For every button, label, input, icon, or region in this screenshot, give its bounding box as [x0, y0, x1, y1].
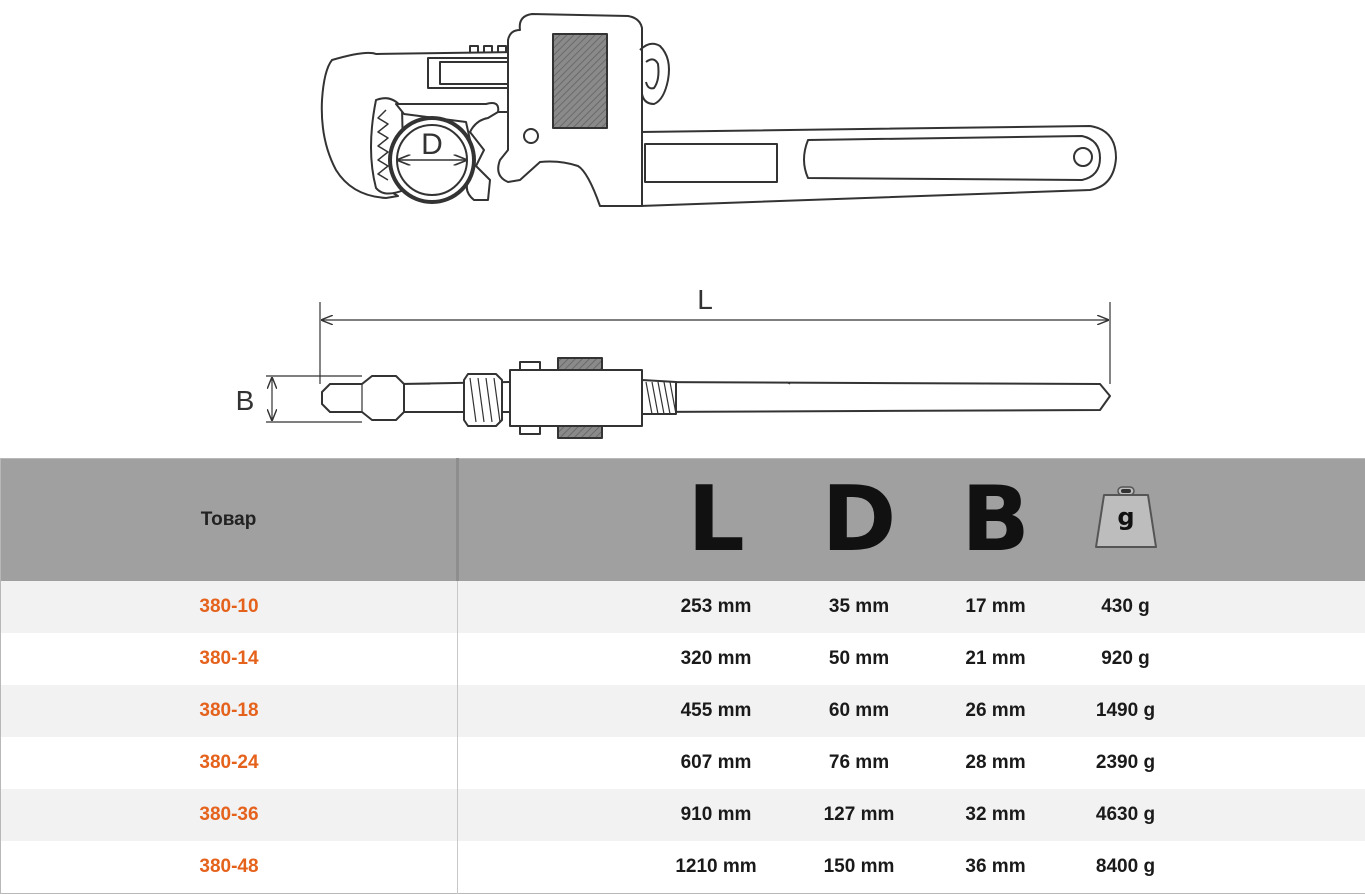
length-value: 1210 mm: [675, 856, 757, 878]
diameter-value: 76 mm: [828, 752, 890, 774]
weight-value: 920 g: [1101, 647, 1150, 669]
row-spacer: [1191, 789, 1365, 841]
weight-unit-label: g: [1117, 503, 1134, 531]
diameter-value: 60 mm: [828, 699, 890, 721]
header-length: L: [687, 466, 745, 572]
length-value: 320 mm: [680, 647, 752, 669]
weight-icon: g: [1094, 486, 1157, 549]
header-diameter: D: [821, 466, 897, 572]
diameter-value: 150 mm: [823, 856, 895, 878]
row-spacer: [1191, 737, 1365, 789]
table-row: 380-14 320 mm 50 mm 21 mm 920 g: [0, 632, 1365, 685]
row-spacer: [1191, 633, 1365, 685]
table-body: 380-10 253 mm 35 mm 17 mm 430 g 380-14 320 mm 5…: [0, 580, 1365, 894]
width-value: 17 mm: [965, 595, 1026, 617]
row-spacer: [458, 633, 645, 685]
length-value: 910 mm: [680, 804, 752, 826]
product-code-link[interactable]: 380-36: [0, 789, 458, 842]
table-row: 380-48 1210 mm 150 mm 36 mm 8400 g: [0, 841, 1365, 894]
length-label: L: [697, 284, 713, 315]
row-spacer: [1191, 581, 1365, 633]
weight-value: 2390 g: [1095, 752, 1156, 774]
diameter-value: 127 mm: [823, 804, 895, 826]
dimension-lines: [266, 302, 1111, 423]
table-row: 380-18 455 mm 60 mm 26 mm 1490 g: [0, 684, 1365, 737]
table-row: 380-24 607 mm 76 mm 28 mm 2390 g: [0, 736, 1365, 790]
row-spacer: [458, 581, 645, 633]
length-value: 607 mm: [680, 752, 752, 774]
width-value: 21 mm: [965, 647, 1026, 669]
width-value: 26 mm: [965, 699, 1026, 721]
diameter-value: 35 mm: [828, 595, 890, 617]
width-value: 32 mm: [965, 804, 1026, 826]
header-weight: g: [1061, 459, 1191, 581]
length-value: 253 mm: [680, 595, 752, 617]
width-value: 36 mm: [965, 856, 1026, 878]
diameter-label: D: [421, 128, 443, 161]
wrench-top-view: [321, 357, 1111, 439]
length-value: 455 mm: [680, 699, 752, 721]
weight-value: 430 g: [1101, 595, 1150, 617]
header-row: Товар L D B g: [0, 458, 1365, 581]
width-label: B: [236, 385, 255, 416]
header-spacer: [1191, 459, 1365, 581]
spec-table: Товар L D B g 380-10 253 mm 35 mm 17 mm 430 …: [0, 458, 1365, 894]
diameter-value: 50 mm: [828, 647, 890, 669]
product-code-link[interactable]: 380-10: [0, 580, 458, 633]
row-spacer: [1191, 841, 1365, 893]
row-spacer: [458, 841, 645, 893]
weight-value: 1490 g: [1095, 699, 1156, 721]
table-row: 380-36 910 mm 127 mm 32 mm 4630 g: [0, 789, 1365, 842]
table-header: Товар L D B g: [0, 458, 1365, 581]
width-value: 28 mm: [965, 752, 1026, 774]
header-width: B: [961, 466, 1030, 572]
product-code-link[interactable]: 380-18: [0, 684, 458, 737]
table-row: 380-10 253 mm 35 mm 17 mm 430 g: [0, 580, 1365, 633]
pipe-wrench-diagram: D L B: [236, 13, 1117, 439]
weight-value: 8400 g: [1095, 856, 1156, 878]
row-spacer: [1191, 685, 1365, 737]
row-spacer: [458, 685, 645, 737]
header-spacer: [458, 459, 645, 581]
row-spacer: [458, 789, 645, 841]
row-spacer: [458, 737, 645, 789]
product-code-link[interactable]: 380-48: [0, 841, 458, 894]
product-code-link[interactable]: 380-14: [0, 632, 458, 685]
product-code-link[interactable]: 380-24: [0, 736, 458, 790]
header-product: Товар: [0, 458, 459, 581]
weight-value: 4630 g: [1095, 804, 1156, 826]
wrench-side-view: [320, 13, 1117, 207]
